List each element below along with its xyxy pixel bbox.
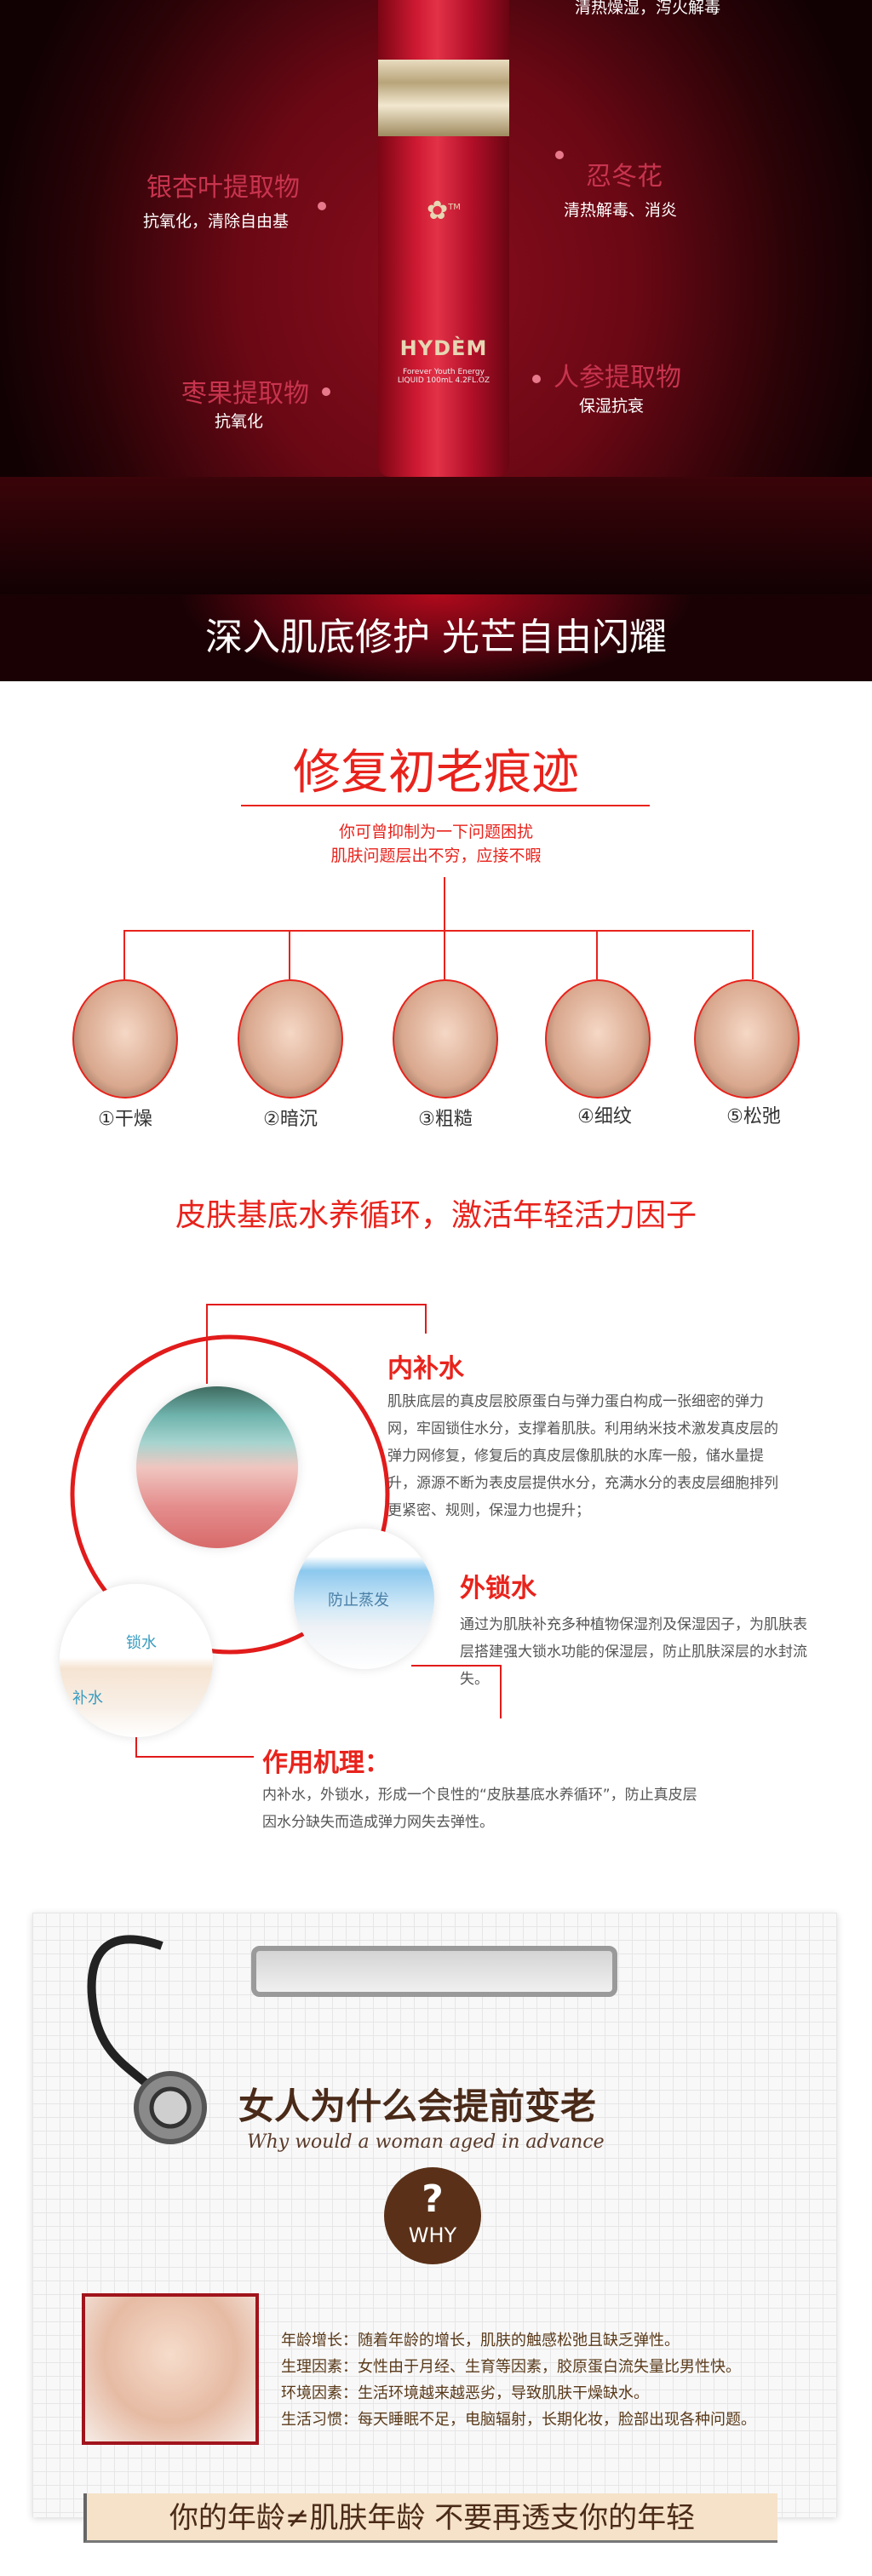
age-banner: 你的年龄≠肌肤年龄 不要再透支你的年轻 — [83, 2493, 777, 2543]
repair-subtitle: 你可曾抑制为一下问题困扰 — [338, 823, 533, 841]
connector-line — [411, 1665, 502, 1718]
problem-label: ⑤松弛 — [726, 1106, 781, 1127]
why-badge-label: WHY — [408, 2223, 457, 2247]
mechanism-text: 内补水，外锁水，形成一个良性的“皮肤基底水养循环”，防止真皮层因水分缺失而造成弹… — [262, 1787, 697, 1831]
image-label: 防止蒸发 — [328, 1592, 389, 1609]
repair-title: 修复初老痕迹 — [293, 745, 579, 800]
hero-caption: 深入肌底修护 光芒自由闪耀 — [0, 594, 872, 681]
connector-line — [206, 1304, 427, 1384]
hero-section: 清热燥湿，泻火解毒 ✿TM HYDÈM Forever Youth Energy… — [0, 0, 872, 681]
trademark-mark: TM — [448, 203, 461, 212]
tree-line — [752, 930, 754, 979]
title-divider — [241, 805, 650, 806]
pointer-dot — [532, 375, 541, 383]
tree-line — [444, 930, 445, 979]
problem-label: ③粗糙 — [418, 1109, 473, 1130]
face-photo-dull — [238, 979, 343, 1099]
stethoscope-icon — [87, 1935, 207, 2144]
evaporation-image: 防止蒸发 — [294, 1529, 434, 1669]
outer-lock-text: 通过为肌肤补充多种植物保湿剂及保湿因子，为肌肤表层搭建强大锁水功能的保湿层，防止… — [460, 1616, 807, 1688]
face-photo-sagging — [694, 979, 800, 1099]
reason-item: 生活习惯：每天睡眠不足，电脑辐射，长期化妆，脸部出现各种问题。 — [281, 2411, 756, 2429]
ingredient-name: 人参提取物 — [554, 363, 681, 393]
ingredient-desc-top: 清热燥湿，泻火解毒 — [575, 0, 721, 17]
flower-logo-icon: ✿TM — [427, 196, 461, 226]
product-bottle: ✿TM HYDÈM Forever Youth Energy LIQUID 10… — [378, 0, 509, 477]
reason-item: 生理因素：女性由于月经、生育等因素，胶原蛋白流失量比男性快。 — [281, 2358, 741, 2376]
bottle-brand: HYDÈM — [399, 336, 488, 360]
face-photo-rough — [393, 979, 498, 1099]
inner-hydration-title: 内补水 — [387, 1354, 464, 1384]
woman-face-photo — [82, 2293, 259, 2445]
tree-line — [596, 930, 598, 979]
question-mark-icon: ? — [422, 2177, 444, 2221]
pointer-dot — [555, 151, 564, 159]
repair-subtitle: 肌肤问题层出不穷，应接不暇 — [330, 846, 542, 865]
hydration-image: 锁水 补水 — [60, 1584, 213, 1737]
why-badge: ? WHY — [384, 2167, 481, 2264]
mechanism-title: 作用机理： — [262, 1748, 390, 1778]
reason-item: 环境因素：生活环境越来越恶劣，导致肌肤干燥缺水。 — [281, 2384, 649, 2402]
ingredient-desc: 清热解毒、消炎 — [564, 201, 678, 220]
ingredient-name: 忍冬花 — [586, 162, 663, 192]
outer-lock-title: 外锁水 — [460, 1574, 536, 1604]
why-title: 女人为什么会提前变老 — [238, 2085, 597, 2127]
bottle-label: Forever Youth Energy LIQUID 100mL 4.2FL.… — [397, 368, 490, 385]
reason-item: 年龄增长：随着年龄的增长，肌肤的触感松弛且缺乏弹性。 — [281, 2332, 680, 2349]
tree-line — [289, 930, 290, 979]
problem-label: ④细纹 — [577, 1106, 632, 1127]
tree-line — [123, 930, 750, 932]
tree-line — [444, 877, 445, 930]
ingredient-desc: 抗氧化，清除自由基 — [143, 212, 290, 231]
pointer-dot — [318, 202, 326, 210]
clipboard-clip — [251, 1946, 617, 1997]
ingredient-name: 枣果提取物 — [181, 379, 309, 409]
ingredient-desc: 抗氧化 — [215, 412, 264, 431]
image-label: 补水 — [72, 1690, 103, 1707]
face-photo-dry — [72, 979, 178, 1099]
cycle-ring — [70, 1334, 390, 1655]
hero-shadow — [0, 477, 872, 594]
cycle-diagram — [70, 1304, 502, 1718]
image-label: 锁水 — [126, 1634, 157, 1652]
problem-label: ②暗沉 — [263, 1109, 318, 1130]
why-subtitle: Why would a woman aged in advance — [247, 2131, 605, 2153]
face-photo-lines — [545, 979, 651, 1099]
ingredient-name: 银杏叶提取物 — [146, 173, 300, 203]
ingredient-desc: 保湿抗衰 — [579, 397, 645, 416]
problem-label: ①干燥 — [98, 1109, 152, 1130]
skin-layer-image — [136, 1386, 298, 1548]
inner-hydration-text: 肌肤底层的真皮层胶原蛋白与弹力蛋白构成一张细密的弹力网，牢固锁住水分，支撑着肌肤… — [387, 1393, 778, 1519]
pointer-dot — [322, 387, 330, 396]
cycle-title: 皮肤基底水养循环，激活年轻活力因子 — [175, 1198, 697, 1233]
bottle-collar — [378, 60, 509, 136]
tree-line — [123, 930, 125, 979]
reasons-list: 年龄增长：随着年龄的增长，肌肤的触感松弛且缺乏弹性。 生理因素：女性由于月经、生… — [281, 2327, 756, 2433]
